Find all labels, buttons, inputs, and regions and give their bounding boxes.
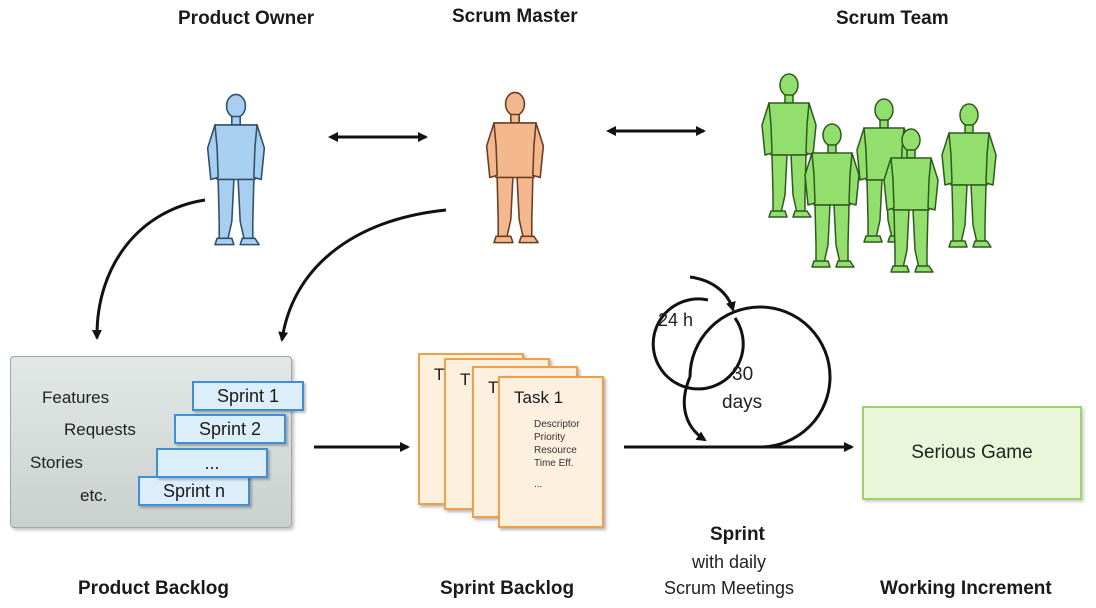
sprint-caption-title: Sprint	[710, 524, 765, 545]
daily-cycle-label: 24 h	[658, 310, 694, 330]
sprint-backlog-caption: Sprint Backlog	[440, 578, 575, 599]
task-line: Time Eff.	[534, 458, 574, 469]
sprint-card: Sprint n	[138, 476, 250, 506]
sprint-caption-line2: Scrum Meetings	[664, 578, 795, 598]
task-line: Resource	[534, 445, 577, 456]
serious-game-box: Serious Game	[862, 406, 1082, 500]
scrum-team-figure	[761, 73, 997, 273]
task-title: Task 1	[514, 388, 564, 407]
po-to-backlog-arrow	[91, 198, 206, 340]
working-increment-caption: Working Increment	[880, 578, 1052, 599]
product-owner-figure	[206, 93, 266, 246]
backlog-item: Requests	[64, 420, 136, 439]
sprint-length-unit: days	[722, 392, 763, 413]
scrum-master-figure	[485, 91, 545, 244]
task-line: Priority	[534, 432, 566, 443]
sprint-card: Sprint 2	[174, 414, 286, 444]
product-owner-label: Product Owner	[178, 8, 315, 29]
sprint-cycle-circle	[688, 305, 832, 449]
backlog-item: Stories	[30, 453, 83, 472]
scrum-team-label: Scrum Team	[836, 8, 949, 29]
sprint-length-value: 30	[732, 364, 754, 385]
product-backlog-caption: Product Backlog	[78, 578, 229, 599]
sprint-card: Sprint 1	[192, 381, 304, 411]
task-line: ...	[534, 479, 543, 490]
sprint-caption-line1: with daily	[692, 552, 767, 572]
task-line: Descriptor	[534, 419, 580, 430]
task-card-front: Task 1 Descriptor Priority Resource Time…	[498, 376, 604, 528]
scrum-master-label: Scrum Master	[452, 6, 578, 27]
daily-cycle-circle	[651, 297, 745, 391]
sprint-card: ...	[156, 448, 268, 478]
backlog-item: Features	[42, 388, 110, 407]
sm-to-backlog-arrow	[278, 208, 447, 342]
backlog-item: etc.	[80, 486, 108, 505]
